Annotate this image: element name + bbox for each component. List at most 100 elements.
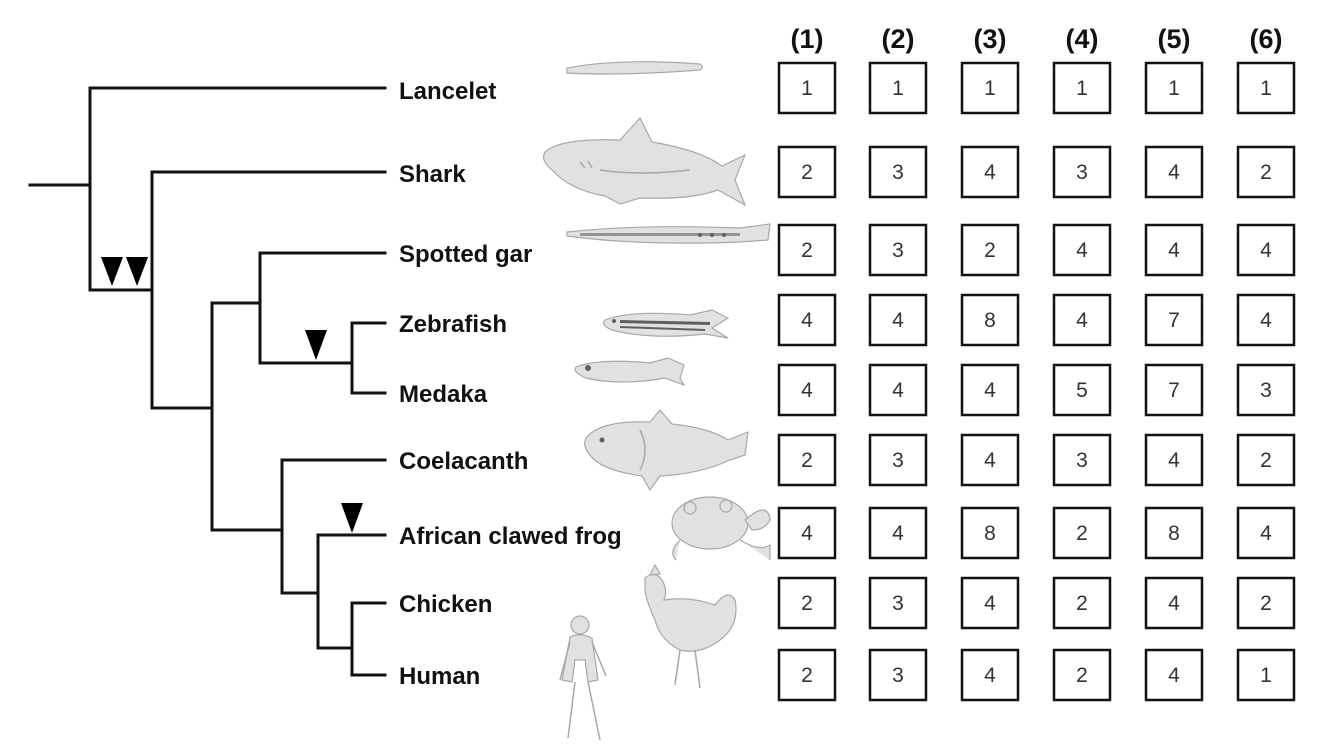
value-cell-text: 1 bbox=[801, 77, 813, 100]
species-label-shark: Shark bbox=[399, 161, 466, 188]
human-illustration bbox=[560, 616, 606, 740]
value-cell-text: 2 bbox=[984, 239, 996, 262]
value-cell-text: 4 bbox=[1260, 239, 1272, 262]
animal-illustrations bbox=[544, 62, 770, 740]
column-header-2: (2) bbox=[882, 24, 915, 54]
value-cell-text: 4 bbox=[1168, 161, 1180, 184]
value-cell: 3 bbox=[1054, 435, 1110, 485]
value-cell-text: 3 bbox=[1076, 449, 1088, 472]
value-cell: 1 bbox=[1238, 650, 1294, 700]
chicken-illustration bbox=[645, 565, 736, 688]
value-cell: 4 bbox=[1146, 578, 1202, 628]
value-cell: 5 bbox=[1054, 365, 1110, 415]
value-cell: 7 bbox=[1146, 365, 1202, 415]
value-cell-text: 7 bbox=[1168, 379, 1180, 402]
value-cell-text: 5 bbox=[1076, 379, 1088, 402]
value-cell: 2 bbox=[1054, 578, 1110, 628]
value-cell-text: 4 bbox=[1260, 522, 1272, 545]
column-header-6: (6) bbox=[1250, 24, 1283, 54]
value-cell-text: 1 bbox=[1260, 77, 1272, 100]
value-cell: 3 bbox=[1054, 147, 1110, 197]
value-cell: 3 bbox=[870, 435, 926, 485]
value-cell-text: 2 bbox=[801, 664, 813, 687]
value-cell-text: 3 bbox=[892, 161, 904, 184]
value-cell: 1 bbox=[870, 63, 926, 113]
frog-illustration bbox=[672, 497, 770, 560]
species-label-chicken: Chicken bbox=[399, 591, 492, 618]
value-cell-text: 3 bbox=[1076, 161, 1088, 184]
value-cell: 4 bbox=[962, 650, 1018, 700]
medaka-illustration bbox=[575, 358, 684, 385]
value-cell: 4 bbox=[962, 578, 1018, 628]
value-cell: 4 bbox=[870, 365, 926, 415]
value-cell-text: 7 bbox=[1168, 309, 1180, 332]
value-cell: 4 bbox=[1238, 508, 1294, 558]
value-cell-text: 2 bbox=[801, 592, 813, 615]
value-cell: 4 bbox=[1146, 435, 1202, 485]
value-cell: 4 bbox=[870, 295, 926, 345]
value-cell: 2 bbox=[1054, 650, 1110, 700]
value-cell-text: 3 bbox=[892, 449, 904, 472]
value-cell-text: 2 bbox=[1076, 592, 1088, 615]
value-cell: 4 bbox=[962, 147, 1018, 197]
value-cell-text: 4 bbox=[801, 522, 813, 545]
column-headers: (1) (2) (3) (4) (5) (6) bbox=[791, 24, 1283, 54]
value-cell: 1 bbox=[779, 63, 835, 113]
value-cell: 2 bbox=[779, 578, 835, 628]
value-cell-text: 2 bbox=[801, 449, 813, 472]
value-cell-text: 3 bbox=[1260, 379, 1272, 402]
species-label-medaka: Medaka bbox=[399, 381, 488, 408]
value-cell: 4 bbox=[1146, 650, 1202, 700]
value-cell-text: 3 bbox=[892, 664, 904, 687]
triangle-marker-4 bbox=[341, 503, 363, 533]
value-cell-text: 4 bbox=[801, 379, 813, 402]
value-cell-text: 4 bbox=[984, 592, 996, 615]
column-header-1: (1) bbox=[791, 24, 824, 54]
value-cell: 4 bbox=[1054, 295, 1110, 345]
column-header-5: (5) bbox=[1158, 24, 1191, 54]
value-cell-text: 4 bbox=[984, 449, 996, 472]
value-cell-text: 1 bbox=[984, 77, 996, 100]
value-cell: 2 bbox=[1054, 508, 1110, 558]
value-cell: 4 bbox=[1238, 225, 1294, 275]
species-label-lancelet: Lancelet bbox=[399, 78, 496, 105]
value-cell: 3 bbox=[870, 225, 926, 275]
phylogenetic-tree bbox=[30, 88, 385, 675]
coelacanth-illustration bbox=[585, 410, 748, 490]
value-cell: 2 bbox=[779, 650, 835, 700]
value-cell-text: 2 bbox=[801, 161, 813, 184]
value-cell: 2 bbox=[962, 225, 1018, 275]
value-cell: 4 bbox=[779, 295, 835, 345]
value-cell: 3 bbox=[1238, 365, 1294, 415]
value-cell-text: 4 bbox=[1168, 239, 1180, 262]
triangle-marker-3 bbox=[305, 330, 327, 360]
value-cell: 7 bbox=[1146, 295, 1202, 345]
value-cell-text: 4 bbox=[892, 379, 904, 402]
value-cell-text: 3 bbox=[892, 239, 904, 262]
value-cell-text: 4 bbox=[984, 161, 996, 184]
value-cell-text: 2 bbox=[1260, 449, 1272, 472]
value-cell-text: 4 bbox=[1168, 664, 1180, 687]
value-cell: 1 bbox=[1146, 63, 1202, 113]
value-cell-text: 1 bbox=[1260, 664, 1272, 687]
species-label-spotted-gar: Spotted gar bbox=[399, 241, 532, 268]
value-cell-text: 4 bbox=[801, 309, 813, 332]
column-header-3: (3) bbox=[974, 24, 1007, 54]
value-cell: 1 bbox=[1054, 63, 1110, 113]
shark-illustration bbox=[544, 118, 745, 205]
value-cell: 1 bbox=[1238, 63, 1294, 113]
value-cell-text: 4 bbox=[984, 664, 996, 687]
lancelet-illustration bbox=[567, 62, 703, 74]
value-cell: 8 bbox=[962, 295, 1018, 345]
value-cell-text: 4 bbox=[1076, 309, 1088, 332]
value-cell: 2 bbox=[779, 225, 835, 275]
value-cell-text: 1 bbox=[892, 77, 904, 100]
gar-illustration bbox=[567, 224, 770, 243]
value-cell: 2 bbox=[1238, 147, 1294, 197]
value-cell: 3 bbox=[870, 578, 926, 628]
value-cell: 3 bbox=[870, 147, 926, 197]
value-cell: 4 bbox=[779, 508, 835, 558]
species-label-zebrafish: Zebrafish bbox=[399, 311, 507, 338]
value-cell-text: 8 bbox=[984, 309, 996, 332]
